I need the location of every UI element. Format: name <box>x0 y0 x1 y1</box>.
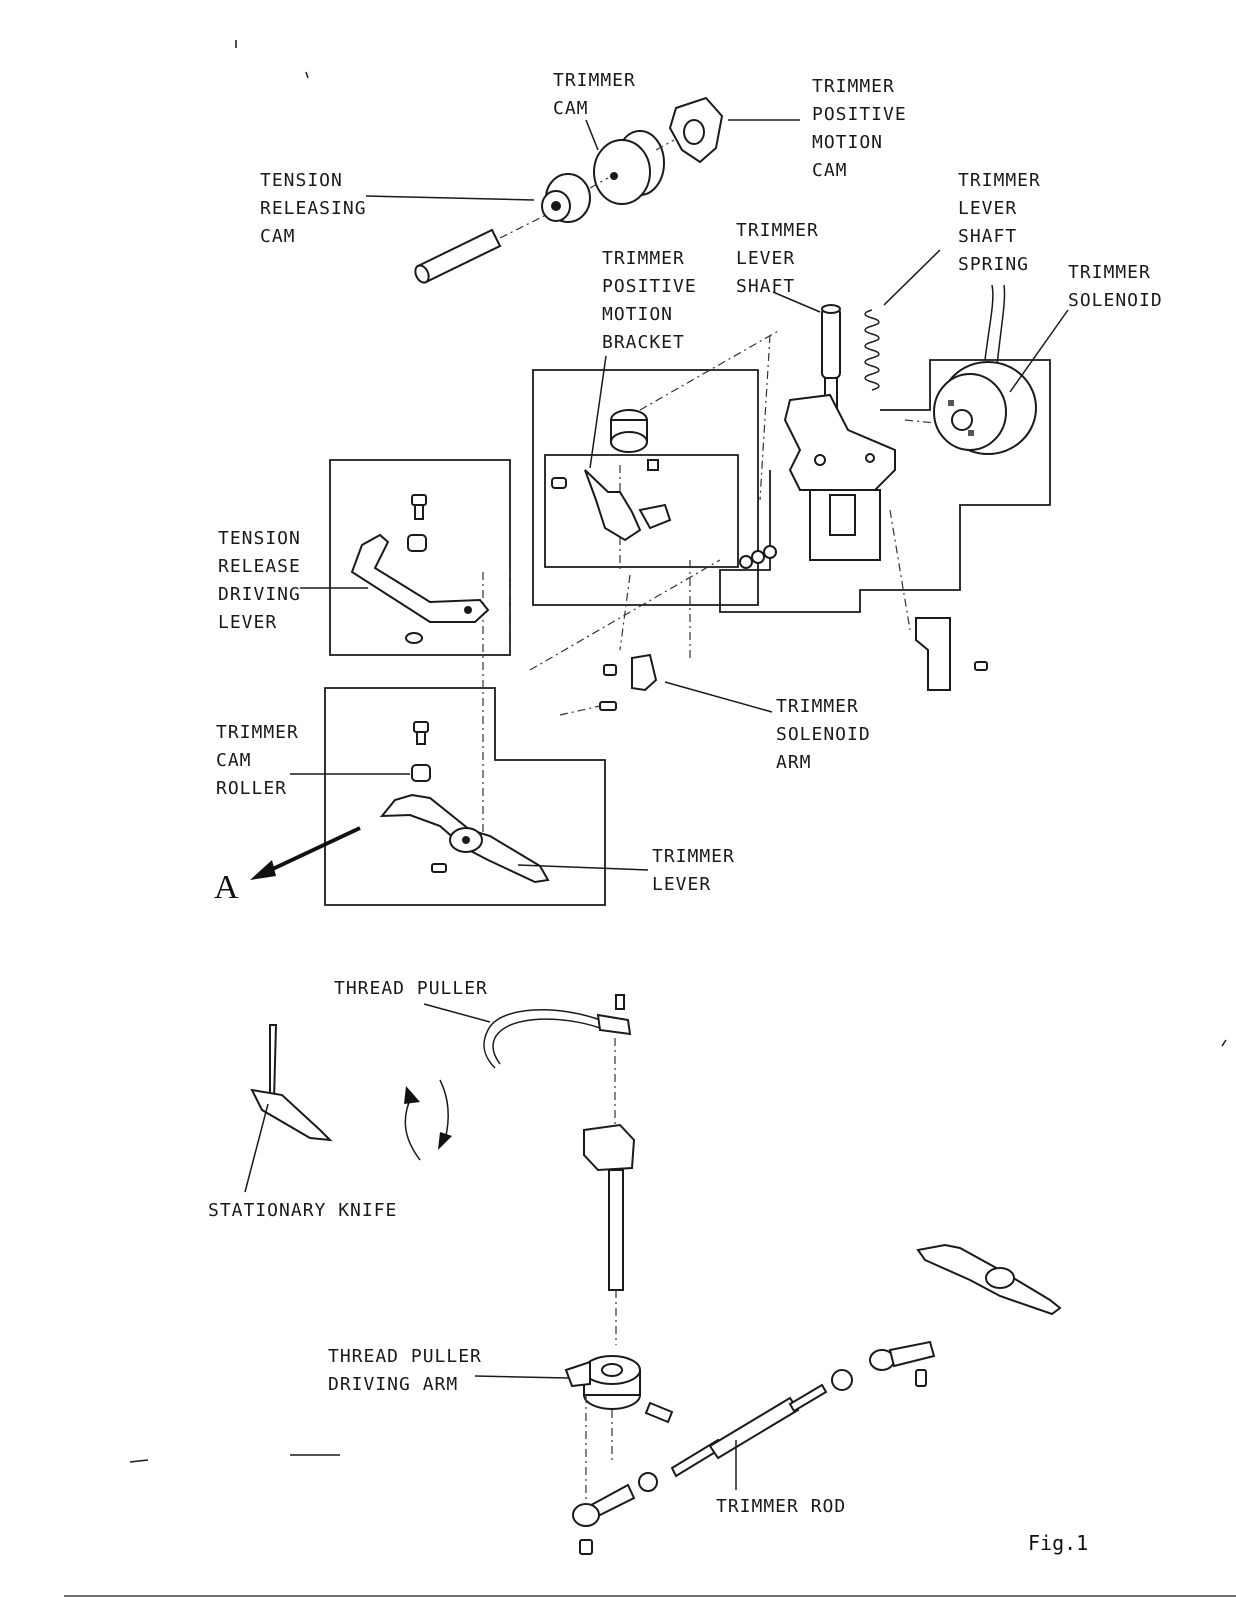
label-trimmer-cam-roller: TRIMMER CAM ROLLER <box>216 722 311 799</box>
rotation-arrows <box>404 1079 452 1161</box>
washers <box>739 545 777 569</box>
label-trimmer-positive-motion-bracket: TRIMMER POSITIVE MOTION BRACKET <box>602 248 709 353</box>
direction-arrow <box>250 826 361 880</box>
thread-puller <box>483 994 632 1125</box>
trimmer-lever-reference <box>916 1243 1062 1316</box>
trimmer-cam <box>589 130 665 205</box>
figure-caption: Fig.1 <box>1028 1531 1088 1555</box>
label-thread-puller: THREAD PULLER <box>334 978 488 999</box>
tension-releasing-cam <box>541 173 591 223</box>
trimmer-solenoid-arm <box>559 653 658 716</box>
label-trimmer-positive-motion-cam: TRIMMER POSITIVE MOTION CAM <box>812 76 919 181</box>
rod-end-lower <box>572 1395 658 1555</box>
label-stationary-knife: STATIONARY KNIFE <box>208 1200 397 1221</box>
alignment-lines <box>482 329 956 850</box>
label-trimmer-lever-shaft-spring: TRIMMER LEVER SHAFT SPRING <box>958 170 1053 275</box>
trimmer-bracket-plate <box>783 393 896 561</box>
stationary-knife <box>250 1024 333 1142</box>
label-trimmer-solenoid-arm: TRIMMER SOLENOID ARM <box>776 696 883 773</box>
trimmer-positive-motion-cam <box>655 96 724 164</box>
stop-plate <box>915 617 988 691</box>
trimmer-lever <box>379 793 550 884</box>
leader-lines <box>244 119 1069 1490</box>
scan-marks <box>129 40 1227 1463</box>
thread-puller-driving-arm <box>564 1355 674 1460</box>
label-direction-a: A <box>214 869 239 906</box>
tension-release-driving-lever <box>350 494 490 644</box>
trimmer-solenoid <box>933 284 1037 455</box>
label-trimmer-rod: TRIMMER ROD <box>716 1496 846 1517</box>
label-tension-release-driving-lever: TENSION RELEASE DRIVING LEVER <box>218 528 313 633</box>
tension-releasing-cam-shaft <box>414 213 549 284</box>
thread-puller-shaft <box>583 1123 636 1345</box>
trimmer-rod <box>670 1383 828 1478</box>
trimmer-lever-shaft-spring <box>864 309 880 391</box>
label-tension-releasing-cam: TENSION RELEASING CAM <box>260 170 378 247</box>
label-thread-puller-driving-arm: THREAD PULLER DRIVING ARM <box>328 1346 494 1395</box>
label-trimmer-solenoid: TRIMMER SOLENOID <box>1068 262 1163 311</box>
trimmer-positive-motion-bracket <box>551 409 672 542</box>
label-trimmer-cam: TRIMMER CAM <box>553 70 648 119</box>
rod-end-upper <box>831 1340 936 1391</box>
label-trimmer-lever: TRIMMER LEVER <box>652 846 747 895</box>
label-trimmer-lever-shaft: TRIMMER LEVER SHAFT <box>736 220 831 297</box>
trimmer-cam-roller <box>411 721 431 782</box>
